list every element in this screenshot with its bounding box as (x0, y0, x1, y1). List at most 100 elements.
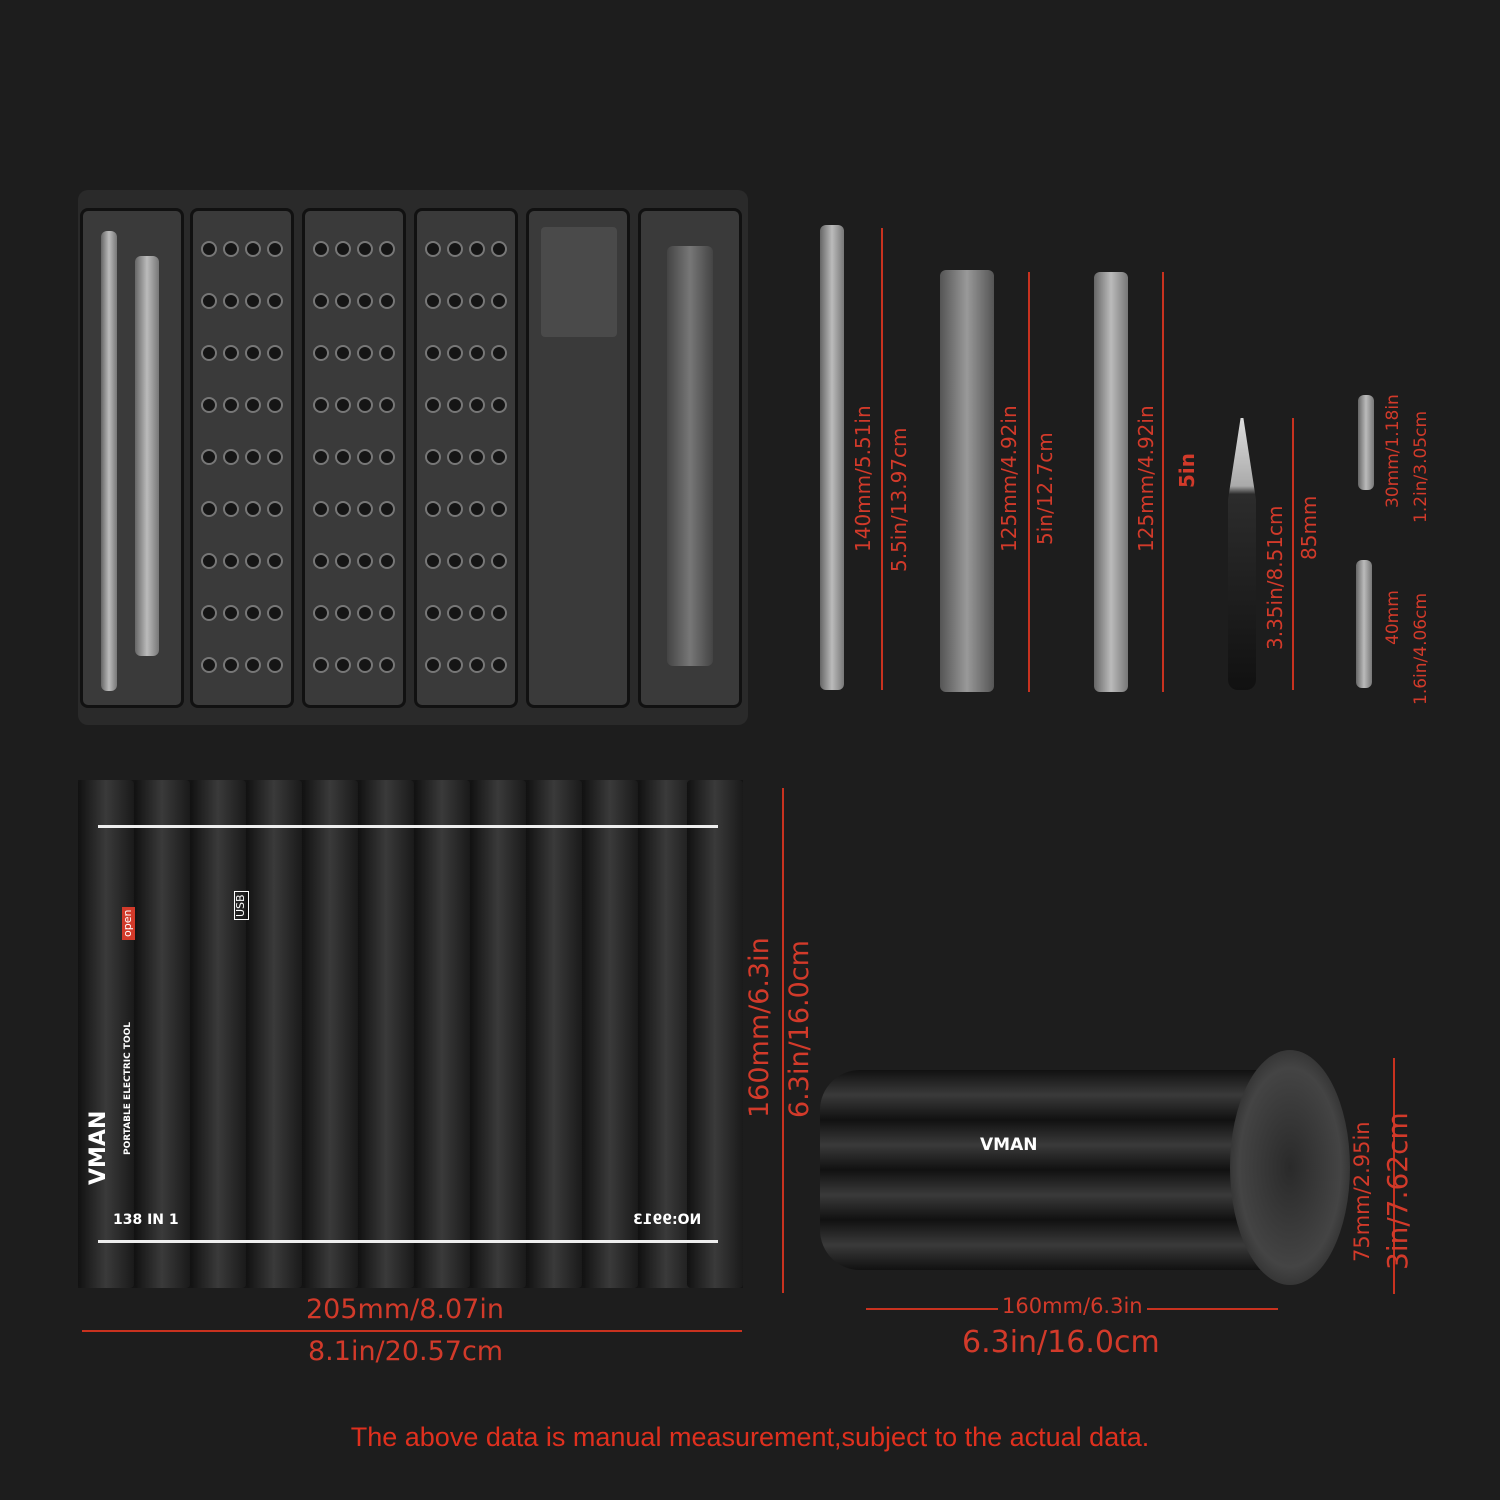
bit-slot (267, 449, 283, 465)
bit-slot (223, 449, 239, 465)
bit-slot (447, 553, 463, 569)
bit-slot (357, 345, 373, 361)
bit-slot (267, 397, 283, 413)
bit-slot (491, 345, 507, 361)
bit-slot (267, 241, 283, 257)
case-column-bits-2 (302, 208, 406, 708)
rod-length-alt: 5in (1175, 452, 1199, 488)
count-label: 138 IN 1 (113, 1212, 179, 1228)
screwdriver-image (940, 270, 994, 692)
short-bit-image (1358, 395, 1374, 490)
bit-slot (469, 553, 485, 569)
bit-slot (335, 605, 351, 621)
bit-slot (223, 241, 239, 257)
bit-slot (357, 293, 373, 309)
case-column-bits-3 (414, 208, 518, 708)
tweezers-image (1228, 418, 1256, 690)
bit-slot (469, 397, 485, 413)
bit-slot (335, 345, 351, 361)
dimension-line (1393, 1058, 1395, 1294)
bit-slot (245, 605, 261, 621)
model-label: NO:9913 (633, 1212, 702, 1228)
case-column-spudger (80, 208, 184, 708)
bit-slot (447, 345, 463, 361)
rolled-brand-logo: VMAN (980, 1135, 1038, 1155)
bit-slot (425, 553, 441, 569)
tweezers-length: 85mm (1297, 495, 1321, 560)
bit-slot (469, 501, 485, 517)
screwdriver-length-alt: 5in/12.7cm (1033, 432, 1057, 545)
bit-slot (245, 293, 261, 309)
bit-slot (223, 501, 239, 517)
bit-slot (447, 293, 463, 309)
open-tool-case (78, 190, 748, 725)
bit-slot (335, 397, 351, 413)
bit-slot (245, 553, 261, 569)
bit-slot (379, 657, 395, 673)
bit-slot (201, 241, 217, 257)
bit-slot (447, 657, 463, 673)
case-column-screwdriver (638, 208, 742, 708)
case-column-accessories (526, 208, 630, 708)
bit-slot (267, 345, 283, 361)
bit-slot (469, 345, 485, 361)
bit-slot (357, 501, 373, 517)
bit-slot (201, 293, 217, 309)
bit-slot (425, 501, 441, 517)
bit-slot (267, 657, 283, 673)
bit-slot (201, 553, 217, 569)
bit-slot (245, 397, 261, 413)
bit-slot (201, 501, 217, 517)
bit-slot (469, 449, 485, 465)
bit-slot (357, 605, 373, 621)
bit-slot (425, 657, 441, 673)
bit-slot (201, 605, 217, 621)
bit-slot (223, 293, 239, 309)
product-label: PORTABLE ELECTRIC TOOL (123, 1021, 133, 1155)
dimension-line (881, 228, 883, 690)
bit-slot (469, 605, 485, 621)
bit-slot (357, 449, 373, 465)
bit-slot (335, 501, 351, 517)
bit-slot (201, 657, 217, 673)
rod-image (1094, 272, 1128, 692)
bit-slot (379, 345, 395, 361)
bit-slot (357, 553, 373, 569)
bit-slot (245, 501, 261, 517)
bit-slot (491, 241, 507, 257)
bit-slot (379, 241, 395, 257)
bit-slot (223, 345, 239, 361)
bit-slot (491, 449, 507, 465)
bit-slot (223, 553, 239, 569)
bit-slot (379, 397, 395, 413)
bit-slot (357, 397, 373, 413)
bit-slot (245, 345, 261, 361)
bit-slot (245, 449, 261, 465)
bit-slot (267, 605, 283, 621)
rolled-height: 75mm/2.95in (1350, 1121, 1374, 1262)
spudger-length: 140mm/5.51in (851, 405, 875, 552)
bit-slot (425, 397, 441, 413)
bit-slot (379, 449, 395, 465)
bit-slot (335, 241, 351, 257)
bit-slot (491, 501, 507, 517)
rod-tool (135, 256, 159, 656)
bit-slot (379, 605, 395, 621)
long-bit-length: 40mm (1383, 590, 1403, 645)
bit-slot (379, 293, 395, 309)
bit-slot (425, 241, 441, 257)
spudger-tool (101, 231, 117, 691)
bit-slot (245, 241, 261, 257)
bit-slot (313, 293, 329, 309)
bit-slot (447, 241, 463, 257)
bit-slot (313, 501, 329, 517)
bit-slot (313, 241, 329, 257)
bit-slot (357, 241, 373, 257)
bit-slot (313, 657, 329, 673)
rolled-width: 160mm/6.3in (998, 1294, 1147, 1319)
bit-slot (469, 293, 485, 309)
bit-slot (379, 501, 395, 517)
bit-slot (335, 449, 351, 465)
spudger-image (820, 225, 844, 690)
dimension-line (782, 788, 784, 1293)
